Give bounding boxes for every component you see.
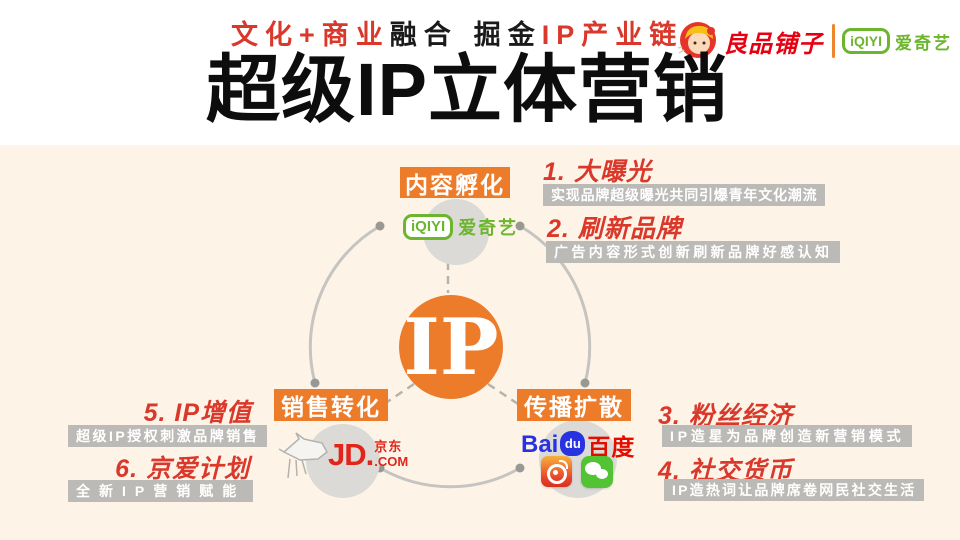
liangpin-brand-name: 良品铺子 — [723, 30, 824, 58]
annotation-2-desc: 广告内容形式创新刷新品牌好感认知 — [546, 241, 841, 263]
annotation-6-desc: 全新IP营销赋能 — [68, 480, 254, 502]
jd-domain: .COM — [374, 454, 409, 469]
node-label-sales: 销售转化 — [274, 389, 388, 421]
annotation-3-desc: IP造星为品牌创造新营销模式 — [662, 425, 913, 447]
iqiyi-brand-logo: iQIYI 爱奇艺 — [842, 28, 952, 54]
tagline-goldmine: 掘金 — [473, 19, 542, 50]
jd-wordmark: JD. — [328, 437, 374, 472]
annotation-5-title: 5. IP增值 — [143, 399, 252, 427]
jd-chinese-name: 京东 — [374, 439, 403, 454]
baidu-bai-text: Bai — [521, 431, 559, 458]
tagline-fusion: 融合 — [389, 19, 458, 50]
iqiyi-node-logo: iQIYI 爱奇艺 — [403, 214, 518, 240]
node-label-spread: 传播扩散 — [517, 389, 631, 421]
brand-logos: 良品铺子 iQIYI 爱奇艺 — [675, 18, 952, 64]
node-label-content: 内容孵化 — [400, 167, 510, 198]
baidu-paw-icon: du — [560, 430, 586, 456]
annotation-2-title: 2. 刷新品牌 — [547, 215, 682, 243]
iqiyi-brand-name: 爱奇艺 — [895, 33, 952, 53]
iqiyi-mark-icon: iQIYI — [403, 214, 454, 240]
annotation-1-title: 1. 大曝光 — [543, 158, 652, 186]
jd-node-logo: JD. 京东 .COM — [328, 438, 408, 472]
header-tagline: 文化+商业 融合 掘金 IP产业链 — [231, 14, 683, 50]
iqiyi-mark-icon: iQIYI — [842, 28, 890, 54]
baidu-node-logo: Bai du 百度 — [521, 428, 635, 462]
annotation-6-title: 6. 京爱计划 — [115, 455, 250, 483]
brand-divider — [832, 24, 836, 58]
social-icons — [541, 456, 613, 488]
jd-stack: 京东 .COM — [374, 439, 409, 470]
annotation-1-desc: 实现品牌超级曝光共同引爆青年文化潮流 — [543, 184, 826, 206]
baidu-chinese-name: 百度 — [587, 434, 636, 460]
tagline-ip-chain: IP产业链 — [541, 19, 684, 50]
annotation-5-desc: 超级IP授权刺激品牌销售 — [68, 425, 268, 447]
weibo-icon — [541, 456, 572, 487]
iqiyi-name-text: 爱奇艺 — [458, 218, 519, 238]
liangpin-mascot-icon — [675, 19, 719, 63]
tagline-culture-business: 文化+商业 — [231, 19, 390, 50]
page-title: 超级IP立体营销 — [206, 48, 728, 131]
annotation-4-desc: IP造热词让品牌席卷网民社交生活 — [664, 479, 925, 501]
wechat-icon — [581, 456, 613, 488]
